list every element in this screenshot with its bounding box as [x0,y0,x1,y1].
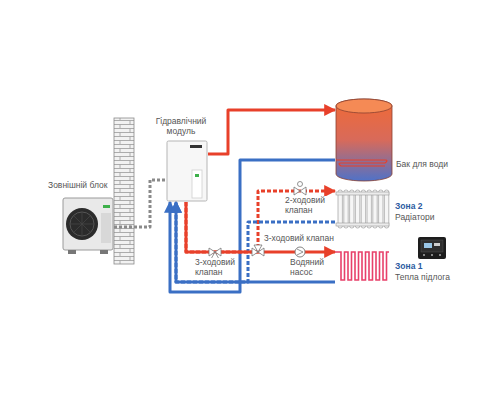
node-label: Гідравлічний модуль [150,117,212,137]
outdoor-unit: Зовнішній блок [62,197,114,255]
water-tank: Бак для води [335,98,393,182]
water-pump [295,247,305,257]
three-way-valve [252,245,264,256]
node-label: Зовнішній блок [48,181,107,191]
pipe-connector [114,180,166,227]
node-label: Бак для води [396,160,448,170]
component-label: 3-ходовий клапан [263,234,335,244]
two-way-valve [294,182,306,196]
zone-title: Зона 2 [395,202,422,212]
component-label: Водяний насос [289,258,337,278]
component-label: 2-ходовий клапан [284,196,332,216]
component-label: 3-ходовий клапан [194,258,238,278]
node-label: Радіатори [395,213,435,223]
radiator: Зона 2Радіатори [335,188,390,230]
zone-title: Зона 1 [395,262,422,272]
floor-heating: Зона 1Тепла підлога [335,245,390,287]
node-label: Тепла підлога [395,273,450,283]
brick-wall [114,118,134,264]
pipe-connector [208,110,335,154]
hydraulic-module: Гідравлічний модуль [166,140,208,202]
thermostat [418,237,446,259]
